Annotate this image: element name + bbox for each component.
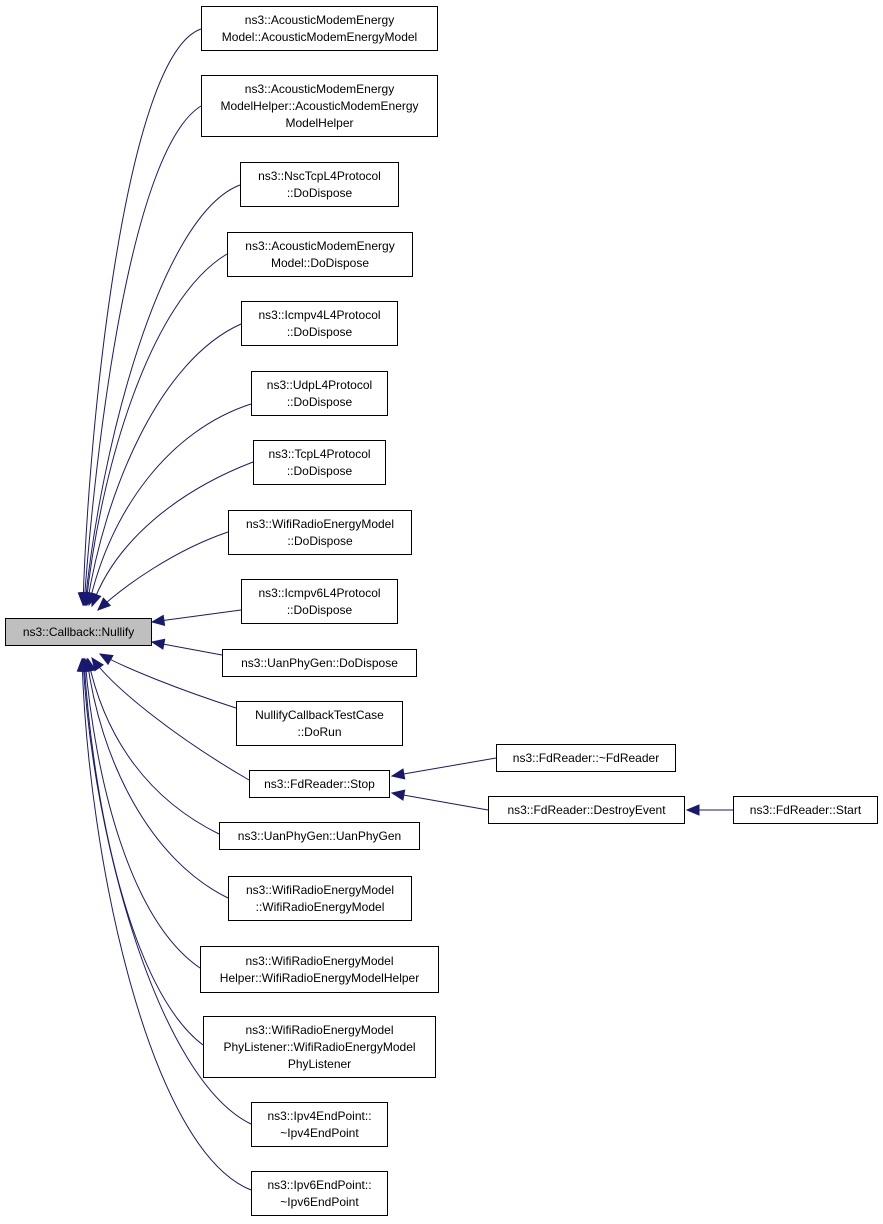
node-label-line: Model::DoDispose [270,255,370,270]
arrowhead [390,789,406,801]
node-label-line: ns3::AcousticModemEnergy [244,12,395,27]
node-label-line: ns3::Callback::Nullify [22,624,135,639]
arrowhead [150,638,166,650]
caller-node-n12[interactable]: ns3::FdReader::Stop [249,770,390,798]
node-label-line: ModelHelper [285,115,354,130]
edge-n1-to-nullify [82,28,202,606]
node-label-line: ns3::WifiRadioEnergyModel [245,1022,394,1037]
node-label-line: ns3::FdReader::Start [749,802,862,817]
edge-n5-to-nullify [86,323,242,606]
node-label-line: PhyListener::WifiRadioEnergyModel [223,1039,416,1054]
arrowhead [97,597,112,611]
arrowhead [390,768,406,780]
edge-layer [76,28,733,1191]
node-label-line: ns3::FdReader::Stop [264,776,375,791]
node-label-line: ns3::UanPhyGen::DoDispose [241,655,398,670]
node-label-line: ns3::WifiRadioEnergyModel [245,882,395,897]
edge-n14-to-nullify [86,658,229,899]
caller-node-n6[interactable]: ns3::UdpL4Protocol::DoDispose [251,371,388,416]
edge-n15-to-nullify [84,658,201,969]
node-label-line: ns3::NscTcpL4Protocol [258,168,381,183]
node-label-line: ~Ipv4EndPoint [280,1125,359,1140]
caller-node-n17[interactable]: ns3::Ipv4EndPoint::~Ipv4EndPoint [251,1102,388,1147]
caller-node-n8[interactable]: ns3::WifiRadioEnergyModel::DoDispose [228,510,412,555]
node-label-line: Helper::WifiRadioEnergyModelHelper [219,970,420,985]
node-label-line: ::DoDispose [286,602,353,617]
node-label-line: PhyListener [287,1056,352,1071]
edge-n8-to-nullify [97,531,229,611]
arrowhead [91,656,104,672]
arrowhead [685,804,700,816]
edge-n13-to-nullify [87,658,220,835]
caller-node-n9[interactable]: ns3::Icmpv6L4Protocol::DoDispose [241,579,398,624]
caller-node-n11[interactable]: NullifyCallbackTestCase::DoRun [236,701,403,746]
node-label-line: ::WifiRadioEnergyModel [255,899,385,914]
node-label-line: ns3::Ipv4EndPoint:: [267,1108,372,1123]
caller-node-n7[interactable]: ns3::TcpL4Protocol::DoDispose [253,440,386,485]
node-label-line: ModelHelper::AcousticModemEnergy [220,98,419,113]
caller-node-n3[interactable]: ns3::NscTcpL4Protocol::DoDispose [240,162,399,207]
caller-node-n10[interactable]: ns3::UanPhyGen::DoDispose [222,649,417,677]
node-label-line: NullifyCallbackTestCase [255,707,384,722]
node-label-line: ns3::WifiRadioEnergyModel [245,516,395,531]
node-label-line: ns3::AcousticModemEnergy [245,238,395,253]
edge-n2-to-nullify [83,105,202,606]
node-label-line: ns3::WifiRadioEnergyModel [245,953,394,968]
node-label-line: ns3::FdReader::~FdReader [512,750,660,765]
node-label-line: ns3::FdReader::DestroyEvent [507,802,666,817]
caller-node-n18[interactable]: ns3::Ipv6EndPoint::~Ipv6EndPoint [251,1171,388,1216]
edge-n17-to-nullify [82,658,252,1125]
node-label-line: ::DoDispose [286,463,353,478]
node-label-line: ns3::UdpL4Protocol [266,377,373,392]
arrowhead [76,657,89,672]
caller-node-n13[interactable]: ns3::UanPhyGen::UanPhyGen [219,822,420,850]
root-node-nullify[interactable]: ns3::Callback::Nullify [5,618,152,646]
node-label-line: ::DoDispose [287,533,353,548]
node-label-line: ~Ipv6EndPoint [280,1194,359,1209]
edge-n18-to-nullify [81,658,252,1191]
edge-n12-to-nullify [91,657,250,781]
node-label-line: ::DoDispose [286,185,353,200]
node-label-line: ns3::AcousticModemEnergy [244,81,395,96]
node-label-line: ns3::TcpL4Protocol [268,446,371,461]
node-label-line: ::DoRun [297,724,342,739]
arrowhead [98,653,114,666]
caller-node-n19[interactable]: ns3::FdReader::~FdReader [496,744,676,772]
arrowhead [150,614,166,627]
node-label-line: ns3::Icmpv4L4Protocol [258,307,381,322]
caller-node-n21[interactable]: ns3::FdReader::Start [733,796,878,824]
node-label-line: ns3::UanPhyGen::UanPhyGen [237,828,402,843]
edge-n3-to-nullify [84,184,241,606]
arrowhead [90,592,102,608]
edge-n9-to-nullify [151,609,242,623]
edge-n19-to-n12 [391,757,497,777]
node-label-line: ::DoDispose [286,324,353,339]
caller-node-n20[interactable]: ns3::FdReader::DestroyEvent [488,796,685,824]
edge-n4-to-nullify [85,253,228,606]
node-label-line: Model::AcousticModemEnergyModel [221,29,418,44]
caller-node-n14[interactable]: ns3::WifiRadioEnergyModel::WifiRadioEner… [228,876,412,921]
node-label-line: ns3::Icmpv6L4Protocol [258,585,381,600]
edge-n20-to-n12 [391,792,489,811]
node-label-line: ns3::Ipv6EndPoint:: [267,1177,372,1192]
caller-node-n5[interactable]: ns3::Icmpv4L4Protocol::DoDispose [241,301,398,346]
edge-n7-to-nullify [91,461,254,607]
node-label-line: ::DoDispose [286,394,353,409]
edge-n6-to-nullify [88,403,252,606]
edge-n11-to-nullify [99,653,237,709]
